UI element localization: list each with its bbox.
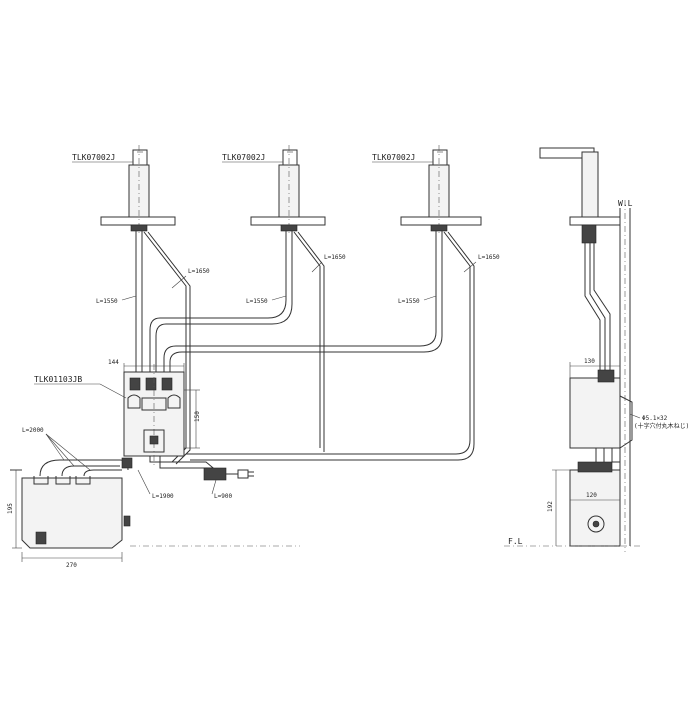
faucet-3-nut [430, 224, 448, 232]
supply-hoses [135, 231, 475, 465]
fitting-2 [145, 377, 157, 391]
faucet-3: TLK07002J [372, 145, 482, 235]
dim-144: 144 [108, 359, 119, 366]
len-1650-a: L=1650 [188, 268, 210, 275]
wall-line-label: W.L [618, 199, 633, 208]
control-box: 144 150 TLK01103JB [34, 359, 201, 465]
faucet-1: TLK07002J [72, 145, 176, 235]
faucet-3-label: TLK07002J [372, 153, 415, 162]
tank-unit: L=2000 195 270 [7, 427, 133, 569]
faucet-1-counter [100, 216, 176, 226]
faucet-2-counter [250, 216, 326, 226]
len-1550-a: L=1550 [96, 298, 118, 305]
fitting-1 [129, 377, 141, 391]
side-tank-cap [587, 515, 605, 533]
faucet-2: TLK07002J [222, 145, 326, 235]
plug [237, 469, 249, 479]
len-900: L=900 [214, 493, 232, 500]
side-counter [569, 216, 621, 226]
faucet-2-nut [280, 224, 298, 232]
faucet-2-label: TLK07002J [222, 153, 265, 162]
side-nut [581, 224, 597, 244]
len-1550-b: L=1550 [246, 298, 268, 305]
dim-192: 192 [547, 501, 554, 512]
hose-length-callouts: L=1650 L=1650 L=1650 L=1550 L=1550 L=155… [96, 254, 500, 305]
dim-150: 150 [194, 411, 201, 422]
dim-270: 270 [66, 562, 77, 569]
power-cables: L=900 L=1900 [137, 456, 254, 500]
dim-130: 130 [584, 358, 595, 365]
ac-adapter [203, 467, 227, 481]
len-2000: L=2000 [22, 427, 44, 434]
fitting-3 [161, 377, 173, 391]
len-1650-b: L=1650 [324, 254, 346, 261]
len-1550-c: L=1550 [398, 298, 420, 305]
dim-195: 195 [7, 503, 14, 514]
floor-line-label: F.L [508, 537, 523, 546]
len-1900: L=1900 [152, 493, 174, 500]
control-box-label: TLK01103JB [34, 375, 82, 384]
valve-left [127, 394, 141, 409]
side-view: W.L 130 Φ5.1×32 (十字穴付丸木ねじ) 120 [504, 147, 689, 552]
faucet-1-nut [130, 224, 148, 232]
side-faucet-body [581, 151, 599, 218]
faucet-3-counter [400, 216, 482, 226]
dim-120: 120 [586, 492, 597, 499]
tube-joint [121, 457, 133, 469]
valve-right [167, 394, 181, 409]
faucet-1-label: TLK07002J [72, 153, 115, 162]
len-1650-c: L=1650 [478, 254, 500, 261]
screw-note: (十字穴付丸木ねじ) [634, 422, 689, 430]
screw-spec: Φ5.1×32 [642, 415, 668, 422]
tank-body [21, 477, 123, 549]
side-tank [569, 469, 621, 547]
side-control-box [569, 377, 621, 449]
